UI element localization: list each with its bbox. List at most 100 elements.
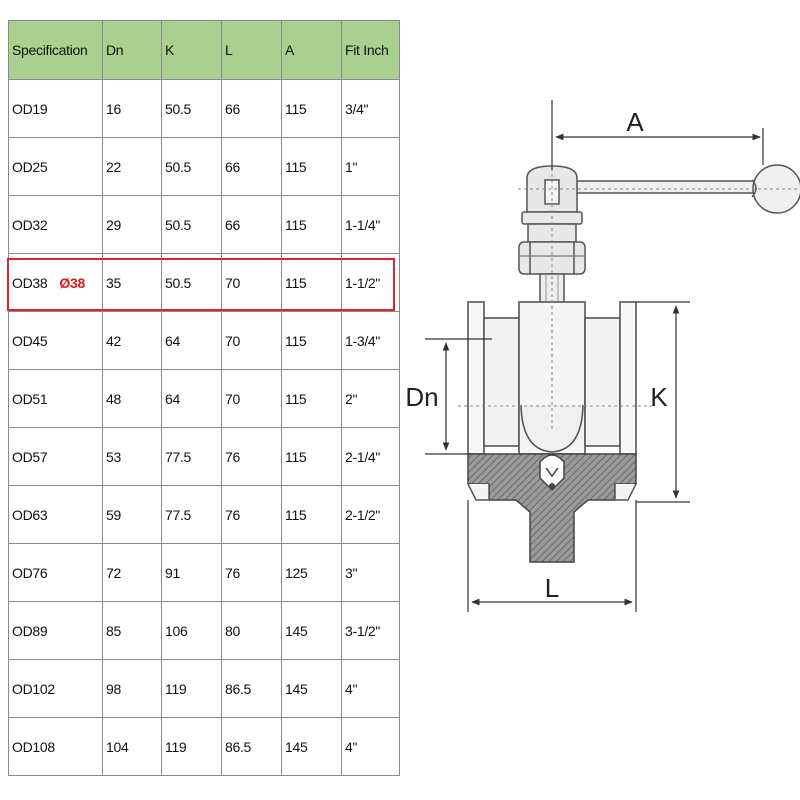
- cell-dn: 98: [102, 659, 162, 718]
- cell-l: 66: [221, 137, 282, 196]
- cell-dn: 104: [102, 717, 162, 776]
- cell-fit-inch: 1-1/2": [341, 253, 400, 312]
- cell-fit-inch: 3": [341, 543, 400, 602]
- cell-l: 76: [221, 427, 282, 486]
- cell-value: 48: [106, 390, 121, 407]
- cell-value: 86.5: [225, 680, 252, 697]
- cell-value: 42: [106, 332, 121, 349]
- cell-value: 106: [165, 622, 188, 639]
- diameter-mark: Ø38: [59, 274, 85, 291]
- cell-dn: 53: [102, 427, 162, 486]
- table-header-row: Specification Dn K L A Fit Inch: [8, 20, 400, 80]
- cell-value: 50.5: [165, 100, 192, 117]
- cell-value: 59: [106, 506, 121, 523]
- cell-value: 115: [285, 390, 307, 407]
- cell-value: 64: [165, 390, 180, 407]
- cell-value: 98: [106, 680, 121, 697]
- cell-value: 1-1/2": [345, 274, 381, 291]
- cell-value: 86.5: [225, 738, 252, 755]
- cell-value: 4": [345, 680, 358, 697]
- cell-value: 115: [285, 448, 307, 465]
- cell-dn: 35: [102, 253, 162, 312]
- cell-a: 115: [281, 427, 342, 486]
- cell-k: 50.5: [161, 79, 222, 138]
- cell-value: OD63: [12, 506, 48, 523]
- cell-value: OD32: [12, 216, 48, 233]
- cell-value: 76: [225, 506, 240, 523]
- cell-value: 1-3/4": [345, 332, 381, 349]
- cell-fit-inch: 4": [341, 717, 400, 776]
- cell-value: 1": [345, 158, 358, 175]
- cell-specification: OD51: [8, 369, 103, 428]
- cell-value: 91: [165, 564, 180, 581]
- cell-value: 70: [225, 390, 240, 407]
- cell-fit-inch: 2-1/2": [341, 485, 400, 544]
- cell-dn: 59: [102, 485, 162, 544]
- cell-fit-inch: 3-1/2": [341, 601, 400, 660]
- cell-l: 66: [221, 79, 282, 138]
- cell-value: 125: [285, 564, 308, 581]
- cell-value: 119: [165, 738, 187, 755]
- cell-fit-inch: 1-1/4": [341, 195, 400, 254]
- header-k: K: [161, 20, 222, 80]
- cell-specification: OD63: [8, 485, 103, 544]
- cell-fit-inch: 1-3/4": [341, 311, 400, 370]
- center-lines: [458, 150, 800, 430]
- cell-value: 64: [165, 332, 180, 349]
- cell-k: 119: [161, 659, 222, 718]
- cell-l: 80: [221, 601, 282, 660]
- header-fit-inch: Fit Inch: [341, 20, 400, 80]
- cell-a: 115: [281, 369, 342, 428]
- header-specification: Specification: [8, 20, 103, 80]
- cell-value: 72: [106, 564, 121, 581]
- flange-lugs: [467, 483, 637, 501]
- label-a: A: [626, 107, 644, 137]
- cell-specification: OD25: [8, 137, 103, 196]
- cell-value: 115: [285, 332, 307, 349]
- cell-fit-inch: 1": [341, 137, 400, 196]
- label-k: K: [650, 382, 668, 412]
- cell-fit-inch: 2-1/4": [341, 427, 400, 486]
- cell-k: 106: [161, 601, 222, 660]
- cell-a: 125: [281, 543, 342, 602]
- cell-value: 145: [285, 680, 308, 697]
- cell-value: 80: [225, 622, 240, 639]
- cell-value: 115: [285, 216, 307, 233]
- cell-dn: 42: [102, 311, 162, 370]
- cell-k: 50.5: [161, 253, 222, 312]
- cell-value: 50.5: [165, 274, 192, 291]
- cell-l: 70: [221, 369, 282, 428]
- cell-value: 3-1/2": [345, 622, 381, 639]
- cell-k: 64: [161, 369, 222, 428]
- cell-value: 2-1/4": [345, 448, 381, 465]
- cell-specification: OD108: [8, 717, 103, 776]
- cell-a: 115: [281, 485, 342, 544]
- cell-specification: OD76: [8, 543, 103, 602]
- cell-value: 104: [106, 738, 129, 755]
- cell-value: 16: [106, 100, 121, 117]
- cell-value: OD57: [12, 448, 48, 465]
- cell-value: 115: [285, 506, 307, 523]
- cell-specification: OD57: [8, 427, 103, 486]
- cell-value: 77.5: [165, 506, 192, 523]
- cell-value: 70: [225, 332, 240, 349]
- cell-l: 66: [221, 195, 282, 254]
- cell-value: 3/4": [345, 100, 369, 117]
- cell-value: 115: [285, 100, 307, 117]
- cell-value: OD89: [12, 622, 48, 639]
- section-cut: [467, 453, 637, 563]
- dimension-lines: [425, 100, 764, 612]
- cell-value: 1-1/4": [345, 216, 381, 233]
- header-l: L: [221, 20, 282, 80]
- cell-value: OD19: [12, 100, 48, 117]
- cell-a: 145: [281, 601, 342, 660]
- cell-value: OD51: [12, 390, 48, 407]
- cell-value: 53: [106, 448, 121, 465]
